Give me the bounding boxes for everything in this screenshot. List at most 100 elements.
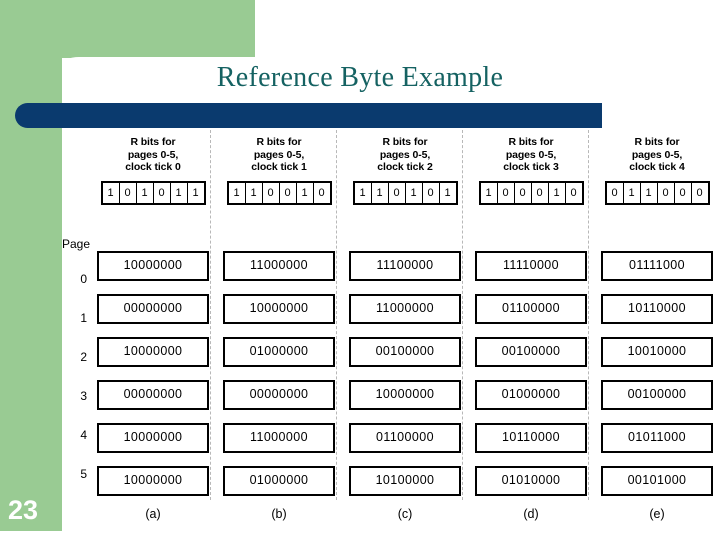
clock-tick-column-b: R bits for pages 0-5, clock tick 1 1 1 0…: [210, 130, 342, 530]
r-bit-cell: 0: [657, 182, 675, 203]
reference-byte-box: 10000000: [97, 336, 209, 367]
clock-tick-column-a: R bits for pages 0-5, clock tick 0 1 0 1…: [90, 130, 216, 530]
r-bit-cell: 0: [674, 182, 692, 203]
clock-tick-column-d: R bits for pages 0-5, clock tick 3 1 0 0…: [462, 130, 594, 530]
caption-line: clock tick 4: [629, 161, 685, 173]
r-bit-cell: 1: [354, 182, 372, 203]
caption-line: clock tick 2: [377, 161, 433, 173]
reference-byte-box: 10000000: [97, 422, 209, 453]
reference-byte-box: 10110000: [475, 422, 587, 453]
reference-byte-list: 11100000 11000000 00100000 10000000 0110…: [349, 250, 461, 496]
r-bit-cell: 1: [405, 182, 423, 203]
page-column-label: Page: [62, 237, 91, 251]
slide-number: 23: [8, 495, 39, 525]
column-caption: R bits for pages 0-5, clock tick 0: [125, 136, 181, 174]
r-bit-cell: 0: [565, 182, 582, 203]
r-bit-cell: 1: [640, 182, 658, 203]
reference-byte-list: 11000000 10000000 01000000 00000000 1100…: [223, 250, 335, 496]
reference-byte-box: 00100000: [475, 336, 587, 367]
caption-line: R bits for: [382, 136, 428, 148]
caption-line: R bits for: [508, 136, 554, 148]
caption-line: R bits for: [256, 136, 302, 148]
reference-byte-box: 11000000: [223, 422, 335, 453]
r-bit-cell: 0: [313, 182, 330, 203]
r-bit-cell: 1: [480, 182, 498, 203]
r-bit-cell: 0: [119, 182, 137, 203]
reference-byte-box: 00000000: [223, 379, 335, 410]
caption-line: pages 0-5,: [505, 148, 557, 161]
page-title: Reference Byte Example: [216, 62, 504, 93]
r-bit-cell: 1: [623, 182, 641, 203]
column-sublabel: (b): [271, 506, 287, 521]
reference-byte-box: 10000000: [97, 465, 209, 496]
reference-byte-box: 10000000: [349, 379, 461, 410]
reference-byte-box: 11000000: [223, 250, 335, 281]
caption-line: R bits for: [130, 136, 176, 148]
page-index: 2: [80, 350, 87, 364]
r-bit-row: 1 0 0 0 1 0: [478, 180, 584, 205]
r-bit-cell: 0: [531, 182, 549, 203]
clock-tick-column-c: R bits for pages 0-5, clock tick 2 1 1 0…: [336, 130, 468, 530]
r-bit-cell: 0: [262, 182, 280, 203]
column-caption: R bits for pages 0-5, clock tick 4: [629, 136, 685, 174]
reference-byte-list: 01111000 10110000 10010000 00100000 0101…: [601, 250, 713, 496]
reference-byte-box: 01000000: [475, 379, 587, 410]
reference-byte-list: 11110000 01100000 00100000 01000000 1011…: [475, 250, 587, 496]
r-bit-cell: 1: [245, 182, 263, 203]
reference-byte-box: 01011000: [601, 422, 713, 453]
r-bit-row: 1 0 1 0 1 1: [100, 180, 206, 205]
r-bit-cell: 1: [102, 182, 120, 203]
r-bit-cell: 1: [439, 182, 456, 203]
reference-byte-box: 01000000: [223, 336, 335, 367]
r-bit-cell: 0: [153, 182, 171, 203]
r-bit-cell: 1: [548, 182, 566, 203]
r-bit-cell: 1: [228, 182, 246, 203]
r-bit-cell: 0: [691, 182, 708, 203]
column-caption: R bits for pages 0-5, clock tick 2: [377, 136, 433, 174]
reference-byte-box: 01100000: [349, 422, 461, 453]
page-index: 0: [80, 272, 87, 286]
caption-line: R bits for: [634, 136, 680, 148]
r-bit-cell: 1: [136, 182, 154, 203]
reference-byte-box: 00100000: [601, 379, 713, 410]
title-underline-bar: [15, 103, 602, 128]
reference-byte-box: 10010000: [601, 336, 713, 367]
column-sublabel: (e): [649, 506, 665, 521]
page-index-list: 0 1 2 3 4 5: [77, 266, 87, 487]
reference-byte-box: 01010000: [475, 465, 587, 496]
caption-line: pages 0-5,: [631, 148, 683, 161]
r-bit-row: 0 1 1 0 0 0: [604, 180, 710, 205]
page-index: 4: [80, 428, 87, 442]
r-bit-cell: 0: [422, 182, 440, 203]
reference-byte-box: 00000000: [97, 293, 209, 324]
r-bit-cell: 1: [170, 182, 188, 203]
column-sublabel: (d): [523, 506, 539, 521]
page-index: 1: [80, 311, 87, 325]
clock-tick-columns: R bits for pages 0-5, clock tick 0 1 0 1…: [90, 130, 720, 530]
sidebar-green-strip: [0, 0, 62, 531]
reference-byte-box: 01111000: [601, 250, 713, 281]
r-bit-cell: 1: [371, 182, 389, 203]
caption-line: pages 0-5,: [253, 148, 305, 161]
column-sublabel: (c): [397, 506, 413, 521]
reference-byte-box: 11110000: [475, 250, 587, 281]
clock-tick-column-e: R bits for pages 0-5, clock tick 4 0 1 1…: [588, 130, 720, 530]
reference-byte-box: 11100000: [349, 250, 461, 281]
caption-line: pages 0-5,: [127, 148, 179, 161]
r-bit-cell: 0: [279, 182, 297, 203]
caption-line: clock tick 1: [251, 161, 307, 173]
r-bit-cell: 1: [187, 182, 204, 203]
r-bit-cell: 0: [606, 182, 624, 203]
reference-byte-box: 10110000: [601, 293, 713, 324]
reference-byte-list: 10000000 00000000 10000000 00000000 1000…: [97, 250, 209, 496]
reference-byte-box: 11000000: [349, 293, 461, 324]
r-bit-cell: 0: [514, 182, 532, 203]
r-bit-cell: 0: [497, 182, 515, 203]
r-bit-row: 1 1 0 0 1 0: [226, 180, 332, 205]
reference-byte-box: 00000000: [97, 379, 209, 410]
column-sublabel: (a): [145, 506, 161, 521]
page-index: 5: [80, 467, 87, 481]
reference-byte-box: 00100000: [349, 336, 461, 367]
caption-line: clock tick 3: [503, 161, 559, 173]
reference-byte-box: 10100000: [349, 465, 461, 496]
